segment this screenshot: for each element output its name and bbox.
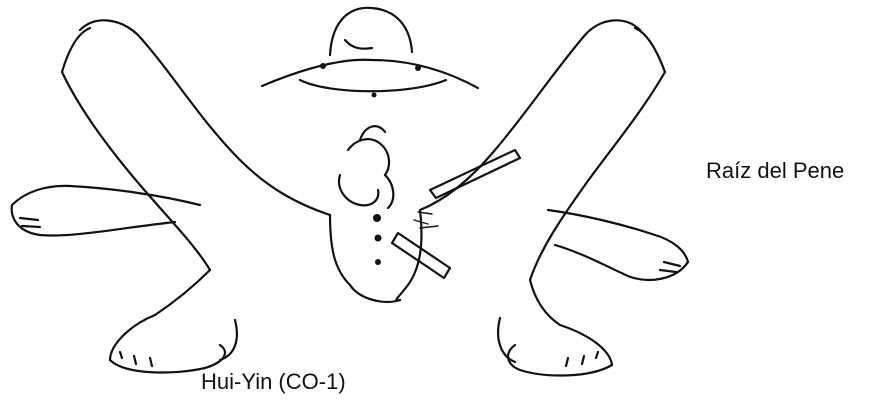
right-leg bbox=[420, 20, 665, 375]
left-arm bbox=[12, 186, 200, 236]
acupuncture-needles bbox=[392, 150, 520, 278]
label-raiz-del-pene: Raíz del Pene bbox=[706, 158, 844, 184]
label-hui-yin-co1: Hui-Yin (CO-1) bbox=[201, 369, 346, 395]
right-arm bbox=[548, 210, 688, 280]
pelvis bbox=[330, 126, 422, 302]
torso bbox=[262, 60, 478, 98]
head bbox=[330, 8, 412, 55]
left-leg bbox=[62, 20, 330, 372]
